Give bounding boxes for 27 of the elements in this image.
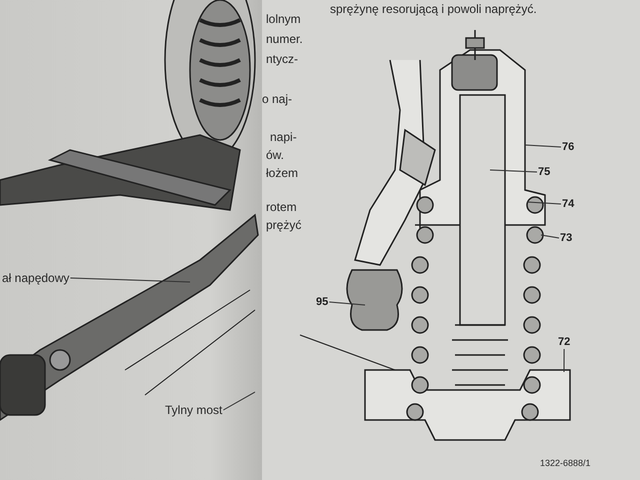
- figure-number: 1322-6888/1: [540, 457, 591, 470]
- leader-line: [540, 234, 560, 238]
- text-fragment: sprężynę resorującą i powoli naprężyć.: [330, 2, 537, 16]
- text-fragment: rotem: [266, 200, 297, 214]
- part-label: ał napędowy: [2, 271, 70, 285]
- leader-line: [526, 202, 562, 204]
- callout-number: 74: [562, 198, 574, 210]
- callout-number: 76: [562, 141, 574, 153]
- text-fragment: ntycz-: [266, 52, 298, 66]
- leader-line: [222, 392, 256, 410]
- leader-line: [70, 278, 190, 282]
- callout-number: 95: [316, 296, 328, 308]
- leader-line: [490, 170, 538, 172]
- text-fragment: prężyć: [266, 218, 302, 232]
- text-fragment: napi-: [270, 130, 297, 144]
- callout-number: 73: [560, 232, 572, 244]
- text-fragment: lolnym: [266, 12, 301, 26]
- leader-line: [564, 348, 565, 372]
- text-fragment: ów.: [266, 148, 284, 162]
- text-fragment: łożem: [266, 166, 298, 180]
- leader-line: [524, 144, 562, 148]
- part-label: Tylny most: [165, 403, 222, 417]
- callout-number: 75: [538, 166, 550, 178]
- leader-line: [328, 302, 366, 306]
- text-fragment: numer.: [266, 32, 303, 46]
- text-fragment: o naj-: [262, 92, 292, 106]
- callout-number: 72: [558, 336, 570, 348]
